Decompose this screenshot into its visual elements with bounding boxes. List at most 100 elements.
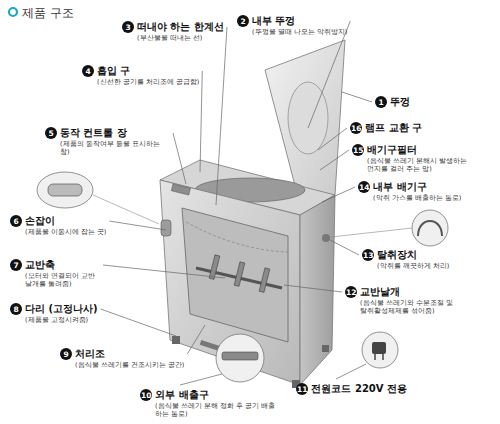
callout-number: 3 [122,21,134,33]
callout-number: 14 [358,181,370,193]
part-name: 외부 배출구 [155,388,208,402]
handle-inset [37,172,93,208]
leader-line [200,71,202,172]
leader-line [103,265,225,278]
callout-head: 2내부 뚜껑 [237,14,347,28]
part-callout: 8다리 (고정나사)(제품을 고정시켜줌) [10,302,98,325]
leader-line [284,285,342,292]
part-name: 배기구필터 [367,143,417,157]
part-name: 교반축 [25,258,55,272]
leader-lines [101,21,372,385]
part-description: (음식물 쓰레기 분해시 발생하는 먼지를 걸러 주는 망) [367,158,467,174]
leader-line [318,128,347,150]
callout-head: 10외부 배출구 [140,388,280,402]
deodorizer [322,234,330,242]
leader-line [308,21,350,128]
callout-number: 8 [10,303,22,315]
outlet-inset [216,334,264,382]
part-name: 다리 (고정나사) [25,302,98,316]
part-description: (음식물 쓰레기와 수분조절 및 탈취활성제제를 섞어줌) [360,300,455,316]
callout-number: 9 [60,348,72,360]
callout-head: 14내부 배기구 [358,180,461,194]
leader-line [322,187,355,202]
part-callout: 15배기구필터(음식물 쓰레기 분해시 발생하는 먼지를 걸러 주는 망) [352,143,467,174]
inset-leader [331,228,412,237]
leader-line [187,325,205,354]
part-callout: 11전원코드 220V 전용 [296,382,407,396]
power-cord-inset [362,332,398,368]
leader-line [101,309,176,336]
callout-number: 5 [45,127,57,139]
part-callout: 16램프 교환 구 [350,121,422,135]
part-callout: 14내부 배기구(악취 가스를 배출하는 통로) [358,180,461,203]
callout-head: 16램프 교환 구 [350,121,422,135]
blade [259,268,270,292]
callout-head: 1뚜껑 [375,95,410,109]
callout-number: 12 [345,286,357,298]
plug [372,342,386,354]
deodorizer-inset [412,210,448,246]
outlet-detail [222,352,258,360]
part-callout: 7교반축(모터와 연결되어 교반날개를 돌려줌) [10,258,100,289]
foot [172,336,180,344]
part-name: 떠내야 하는 한계선 [137,20,224,34]
callout-number: 16 [350,122,362,134]
callout-head: 11전원코드 220V 전용 [296,382,407,396]
body-front [160,180,300,385]
callout-number: 4 [82,65,94,77]
part-description: (제품을 고정시켜줌) [25,317,98,325]
part-description: (악취 가스를 배출하는 통로) [373,195,461,203]
part-name: 전원코드 220V 전용 [311,382,407,396]
leader-line [180,374,222,385]
part-name: 손잡이 [25,214,55,228]
part-description: (악취를 깨끗하게 처리) [377,263,449,271]
leader-line [216,27,227,205]
title-marker [9,8,17,16]
part-name: 처리조 [75,347,105,361]
part-name: 동작 컨트롤 장 [60,126,127,140]
callout-head: 8다리 (고정나사) [10,302,98,316]
part-description: (음식물 쓰레기 분해 정화 후 공기 배출하는 통로) [155,403,280,419]
callout-head: 9처리조 [60,347,184,361]
leader-line [173,133,186,184]
leader-line [109,221,166,230]
blade [209,255,220,279]
callout-head: 13탈취장치 [362,248,449,262]
callout-number: 7 [10,259,22,271]
leader-line [336,364,366,379]
body-side [300,195,335,385]
callout-head: 4흡입 구 [82,64,199,78]
part-description: (신선한 공기를 처리조에 공급함) [97,79,199,87]
callout-head: 15배기구필터 [352,143,467,157]
callout-number: 11 [296,383,308,395]
part-callout: 2내부 뚜껑(뚜껑을 열때 나오는 악취방지) [237,14,347,37]
plug-pin [374,354,376,360]
callout-number: 2 [237,15,249,27]
part-name: 내부 뚜껑 [252,14,295,28]
handle-detail [48,184,82,196]
part-description: (부산물을 떠내는 선) [137,35,224,43]
callout-number: 6 [10,215,22,227]
inset-leader [93,195,159,224]
callout-head: 5동작 컨트롤 장 [45,126,170,140]
part-description: (제품의 동작여부 등을 표시하는 창) [60,141,170,157]
part-name: 흡입 구 [97,64,130,78]
agitator-blades [209,255,270,292]
plug-pin [382,354,384,360]
callout-head: 7교반축 [10,258,100,272]
limit-line [186,222,288,252]
callout-number: 13 [362,249,374,261]
callout-number: 10 [140,389,152,401]
part-callout: 5동작 컨트롤 장(제품의 동작여부 등을 표시하는 창) [45,126,170,157]
callout-number: 15 [352,144,364,156]
part-callout: 10외부 배출구(음식물 쓰레기 분해 정화 후 공기 배출하는 통로) [140,388,280,419]
callout-head: 6손잡이 [10,214,106,228]
part-name: 내부 배기구 [373,180,426,194]
leader-line [342,92,372,102]
control-panel [171,184,190,195]
part-name: 교반날개 [360,285,400,299]
part-description: (음식물 쓰레기를 건조시키는 공간) [75,362,184,370]
